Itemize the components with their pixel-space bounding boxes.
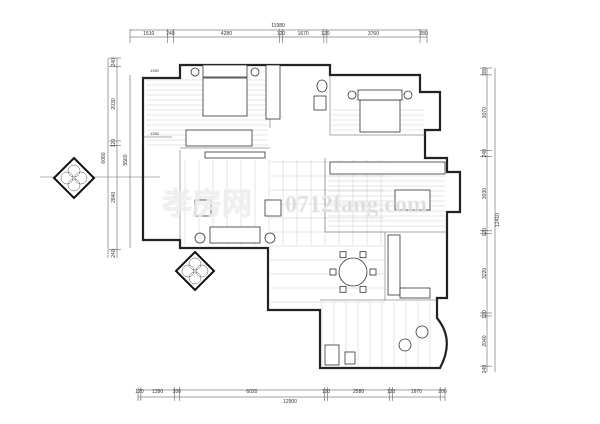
top-total: 11980 (271, 23, 285, 29)
dimension-segment: 1670 (298, 31, 309, 37)
dining-chair (339, 285, 347, 293)
bathroom-2 (324, 325, 429, 366)
second-bed (347, 89, 413, 133)
dimension-segment: 2580 (353, 389, 364, 395)
dimension-segment: 240 (482, 149, 488, 158)
dining-chair (339, 251, 347, 259)
dining-chair (359, 285, 367, 293)
orientation-symbol-right (174, 250, 216, 292)
dimension-segment: 120 (322, 389, 331, 395)
dimension-segment: 120 (135, 389, 144, 395)
watermark-cn: 孝房网 (162, 188, 252, 221)
top-dimension-line: 11980 1510 240 4280 120 1670 120 3760 280 (129, 23, 428, 43)
dimension-segment: 120 (482, 228, 488, 237)
dimension-segment: 240 (166, 31, 175, 37)
dining-chair (369, 268, 377, 276)
tv-cabinet (204, 151, 266, 159)
right-total: 12410 (495, 213, 501, 227)
dining-chair (329, 268, 337, 276)
dimension-segment: 1510 (143, 31, 154, 37)
dimension-segment: 3760 (368, 31, 379, 37)
inner-dimension-1: 1390 (150, 68, 160, 73)
left-outer-total: 6080 (101, 152, 107, 163)
wardrobe (185, 64, 281, 147)
study-desk (329, 161, 446, 211)
dimension-segment: 2040 (482, 335, 488, 346)
left-inner-total: 5560 (123, 154, 129, 165)
right-dimension-line: 12410 280 3070 240 3030 120 3220 120 2040 240 (480, 67, 501, 373)
dimension-segment: 2030 (111, 98, 117, 109)
dimension-segment: 3220 (482, 268, 488, 279)
dimension-segment: 240 (111, 249, 117, 258)
sofa (194, 199, 282, 244)
dimension-segment: 4280 (221, 31, 232, 37)
dining-chair (359, 251, 367, 259)
dimension-segment: 120 (387, 389, 396, 395)
orientation-symbol-left (52, 156, 96, 200)
bathroom-fixtures (313, 79, 328, 111)
watermark-url: 0712fang.com (285, 192, 427, 218)
inner-dimension-2: 1390 (150, 131, 160, 136)
exterior-walls (141, 63, 462, 370)
dimension-segment: 120 (321, 31, 330, 37)
dimension-segment: 200 (438, 389, 447, 395)
dimension-segment: 6020 (246, 389, 257, 395)
dimension-segment: 1970 (411, 389, 422, 395)
dimension-segment: 1390 (152, 389, 163, 395)
left-dimension-line: 6080 5560 240 2030 120 2840 240 (40, 57, 160, 258)
master-bed (190, 64, 260, 117)
dimension-segment: 3030 (482, 188, 488, 199)
watermark: 孝房网 0712fang.com (162, 188, 428, 222)
dimension-segment: 2840 (111, 192, 117, 203)
dimension-segment: 280 (482, 67, 488, 76)
dining-table (329, 251, 377, 293)
kitchen-counter (387, 234, 431, 299)
dimension-segment: 240 (111, 58, 117, 67)
bottom-total: 12900 (283, 399, 297, 405)
dimension-segment: 120 (111, 139, 117, 148)
dimension-segment: 240 (482, 365, 488, 374)
dimension-segment: 120 (277, 31, 286, 37)
dimension-segment: 3070 (482, 107, 488, 118)
dimension-segment: 200 (173, 389, 182, 395)
bottom-dimension-line: 12900 120 1390 200 6020 120 2580 120 1970 200 (135, 387, 447, 405)
dimension-segment: 120 (482, 310, 488, 319)
dimension-segment: 280 (419, 31, 428, 37)
